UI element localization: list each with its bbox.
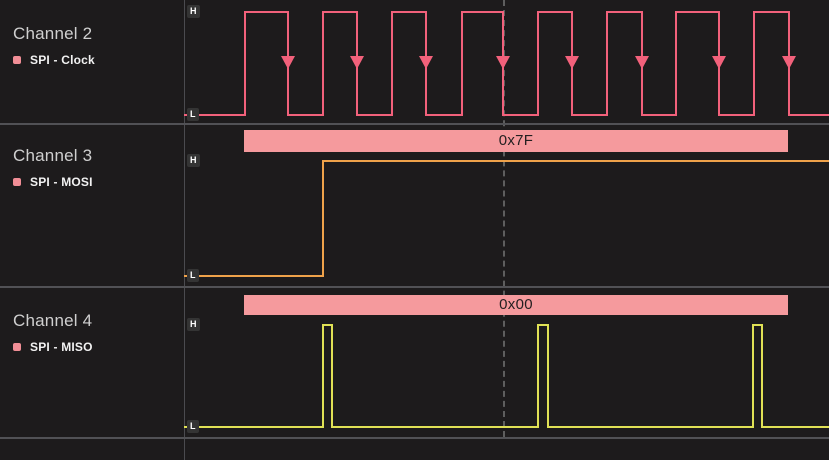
channel-4-signal-row[interactable]: SPI - MISO <box>13 340 93 354</box>
spi-byte-annotation: 0x7F <box>244 130 788 152</box>
channel-title: Channel 3 <box>13 146 93 165</box>
low-level-badge: L <box>187 269 199 282</box>
high-level-badge: H <box>187 318 200 331</box>
sidebar-divider <box>184 0 185 460</box>
row-divider <box>0 437 829 439</box>
falling-edge-arrow-icon <box>782 56 796 69</box>
channel-color-swatch-icon <box>13 343 21 351</box>
signal-label: SPI - MOSI <box>30 175 93 189</box>
falling-edge-arrow-icon <box>350 56 364 69</box>
spi-mosi-waveform <box>184 160 829 277</box>
spi-byte-annotation: 0x00 <box>244 295 788 315</box>
row-divider <box>0 123 829 125</box>
channel-3-sidebar: Channel 3 SPI - MOSI <box>13 146 93 189</box>
channel-title: Channel 2 <box>13 24 93 43</box>
time-cursor[interactable] <box>503 0 505 437</box>
channel-2-sidebar: Channel 2 SPI - Clock <box>13 24 95 67</box>
channel-color-swatch-icon <box>13 178 21 186</box>
channel-2-signal-row[interactable]: SPI - Clock <box>13 53 95 67</box>
falling-edge-arrow-icon <box>496 56 510 69</box>
channel-title: Channel 4 <box>13 311 93 330</box>
spi-miso-waveform <box>184 324 829 428</box>
signal-label: SPI - MISO <box>30 340 93 354</box>
channel-color-swatch-icon <box>13 56 21 64</box>
falling-edge-arrow-icon <box>635 56 649 69</box>
low-level-badge: L <box>187 108 199 121</box>
low-level-badge: L <box>187 420 199 433</box>
channel-3-signal-row[interactable]: SPI - MOSI <box>13 175 93 189</box>
falling-edge-arrow-icon <box>712 56 726 69</box>
falling-edge-arrow-icon <box>419 56 433 69</box>
signal-label: SPI - Clock <box>30 53 95 67</box>
falling-edge-arrow-icon <box>281 56 295 69</box>
high-level-badge: H <box>187 5 200 18</box>
high-level-badge: H <box>187 154 200 167</box>
spi-clock-waveform <box>184 11 829 116</box>
row-divider <box>0 286 829 288</box>
falling-edge-arrow-icon <box>565 56 579 69</box>
channel-4-sidebar: Channel 4 SPI - MISO <box>13 311 93 354</box>
